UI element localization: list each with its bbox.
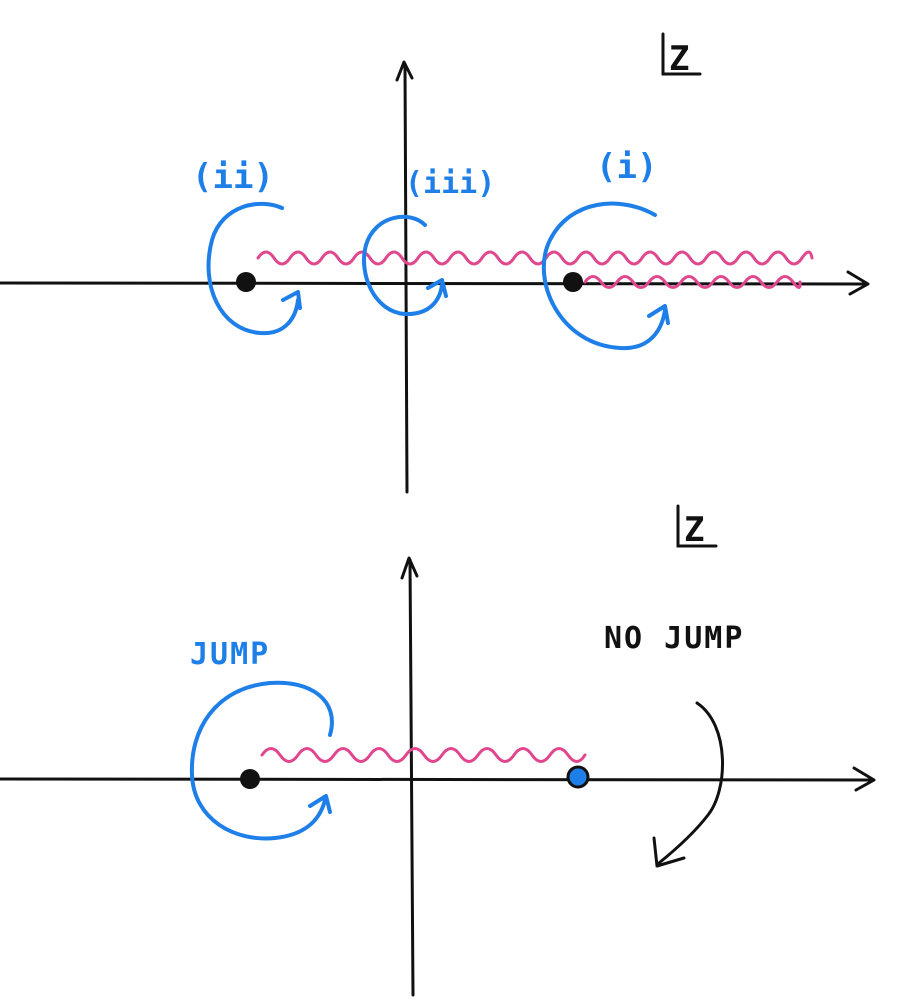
- top-imag-axis-arrowhead: [395, 60, 414, 82]
- top-branch-point-right: [563, 272, 583, 292]
- bottom-plane-label: Z: [684, 510, 704, 550]
- no-jump-arrowhead: [652, 836, 686, 868]
- bottom-branch-cut: [260, 747, 587, 763]
- top-contour-iii-label: (iii): [405, 166, 495, 201]
- bottom-real-axis-arrowhead: [852, 766, 876, 792]
- bottom-jump-contour: [189, 680, 334, 841]
- bottom-real-axis: [0, 777, 874, 782]
- top-contour-iii: [362, 214, 444, 317]
- bottom-imag-axis-arrowhead: [400, 556, 419, 580]
- top-contour-i-arrow: [647, 304, 670, 325]
- top-branch-cut-1: [256, 250, 814, 266]
- top-branch-point-left: [236, 272, 256, 292]
- top-imag-axis: [403, 64, 409, 494]
- jump-label: JUMP: [190, 637, 270, 672]
- no-jump-label: NO JUMP: [604, 621, 744, 656]
- top-plane-label: Z: [669, 39, 689, 79]
- top-contour-iii-arrow: [426, 278, 448, 298]
- bottom-diagram: Z JUMP NO JUMP: [0, 504, 876, 997]
- top-contour-ii: [206, 201, 300, 336]
- bottom-branch-point-right: [566, 765, 590, 789]
- top-branch-cut-2: [583, 275, 802, 289]
- no-jump-arrow: [657, 701, 724, 865]
- bottom-imag-axis: [408, 558, 415, 997]
- bottom-branch-point-left: [240, 769, 260, 789]
- top-plane-label-corner: [661, 32, 702, 76]
- top-contour-i-label: (i): [596, 147, 657, 187]
- bottom-plane-label-corner: [676, 504, 718, 548]
- top-contour-i: [541, 201, 667, 351]
- top-contour-ii-arrow: [281, 290, 302, 310]
- top-diagram: Z (ii) (iii) (i): [0, 32, 870, 494]
- top-contour-ii-label: (ii): [192, 157, 274, 197]
- bottom-jump-contour-arrow: [308, 794, 332, 814]
- top-real-axis-arrowhead: [846, 270, 870, 296]
